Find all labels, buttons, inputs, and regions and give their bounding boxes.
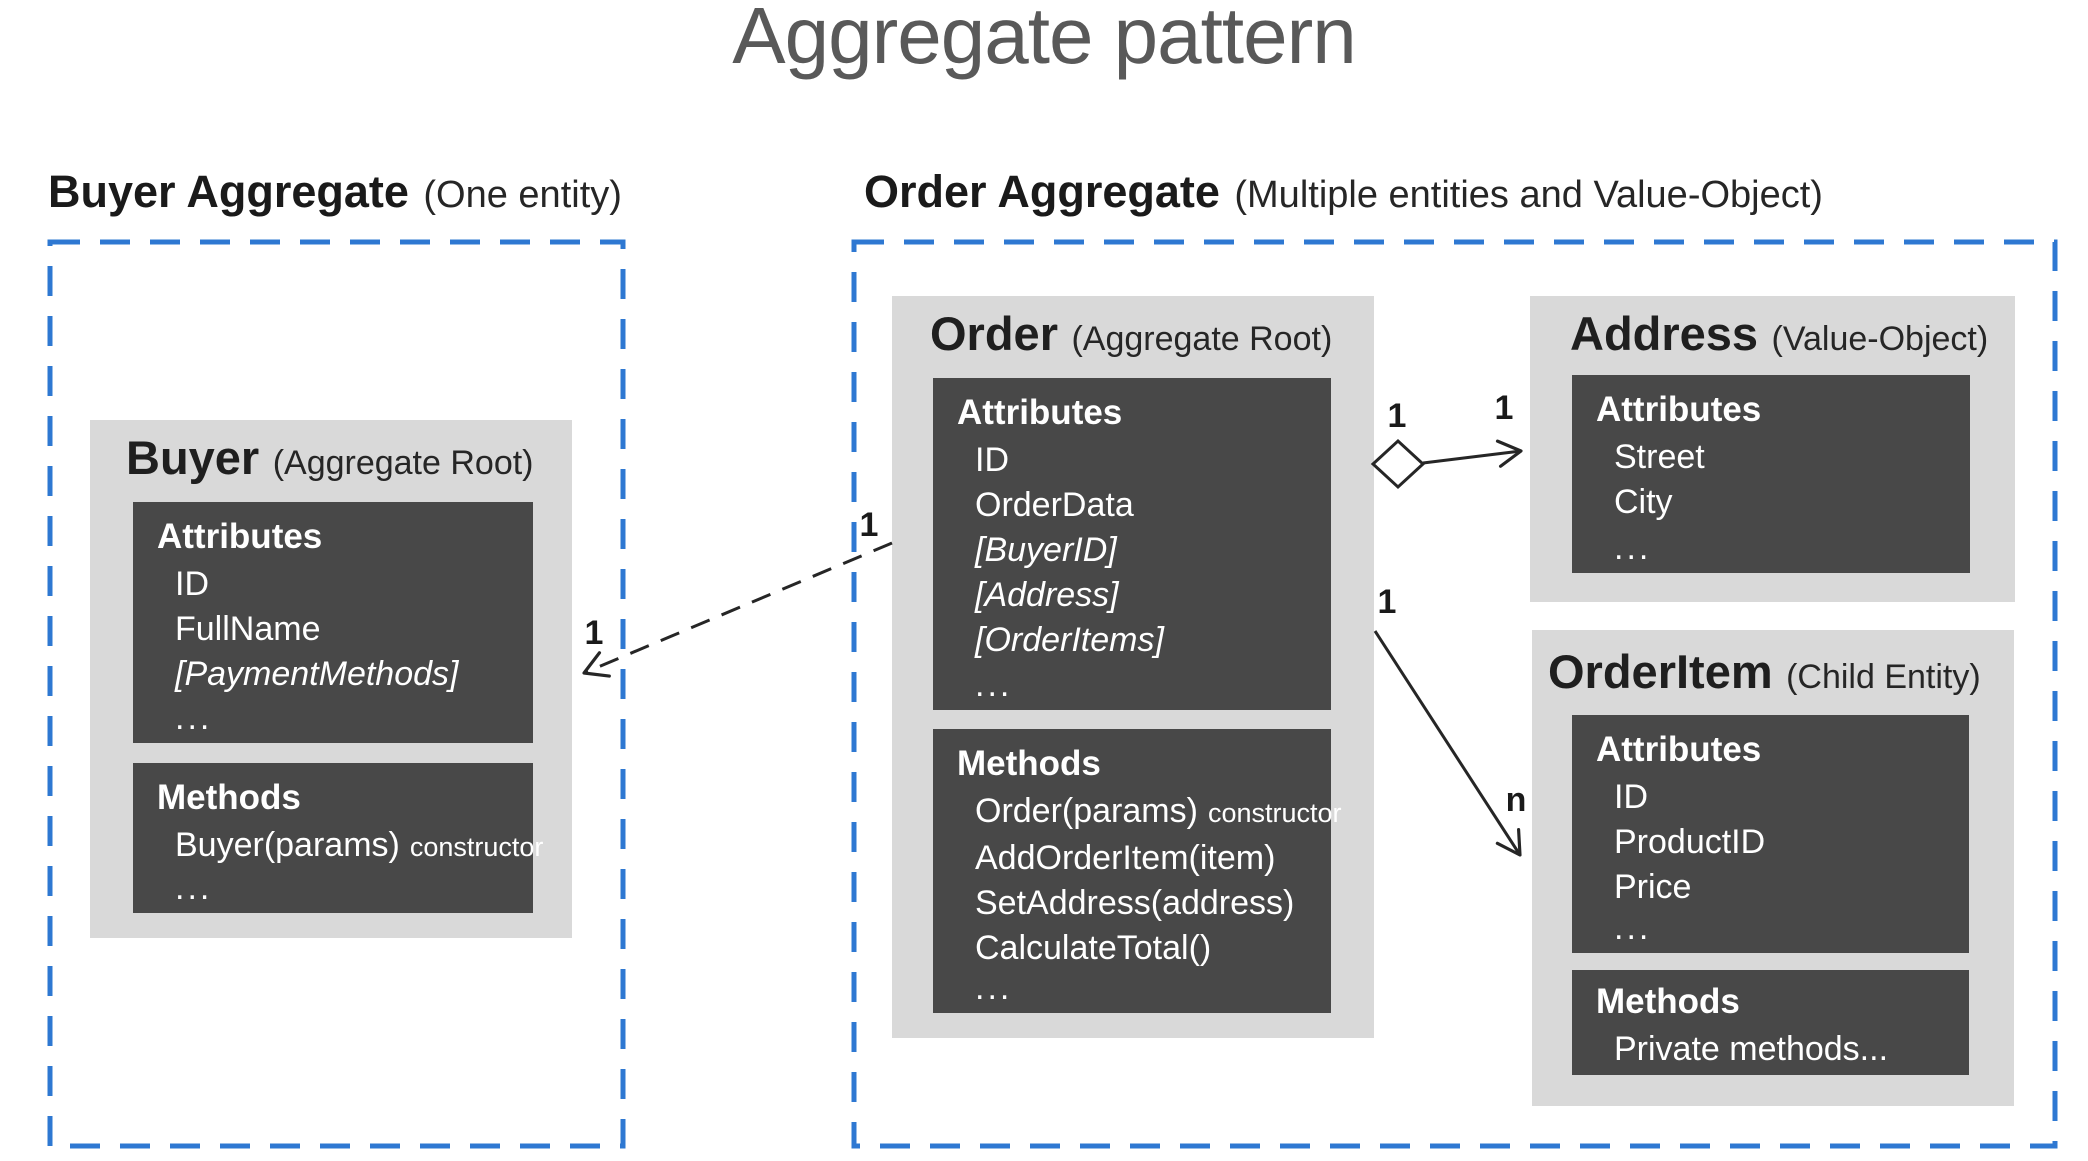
attribute-item: ProductID xyxy=(1614,822,1766,861)
attribute-item: [OrderItems] xyxy=(975,620,1164,659)
attribute-item: ID xyxy=(175,564,209,603)
method-qualifier: constructor xyxy=(409,831,544,862)
address-class-name: Address xyxy=(1570,307,1759,360)
methods-header: Methods xyxy=(957,744,1101,783)
relation-order-address-line xyxy=(1422,439,1523,468)
orderitem-class-stereotype: (Child Entity) xyxy=(1786,658,1981,696)
order-methods-block: Methods Order(params) constructor AddOrde… xyxy=(933,729,1342,1013)
method-item: CalculateTotal() xyxy=(975,928,1212,967)
attribute-item: ID xyxy=(1614,777,1648,816)
buyer-aggregate-heading: Buyer Aggregate (One entity) xyxy=(48,166,622,218)
multiplicity-label: 1 xyxy=(1494,389,1514,427)
attribute-item: Price xyxy=(1614,867,1692,906)
relation-order-orderitem-line xyxy=(1373,630,1522,857)
address-class-box: Address (Value-Object) Attributes Street… xyxy=(1530,296,2015,602)
order-class-title: Order (Aggregate Root) xyxy=(930,308,1332,360)
order-aggregate-heading: Order Aggregate (Multiple entities and V… xyxy=(864,166,1823,218)
more-ellipsis: ... xyxy=(1614,529,1652,567)
page-title: Aggregate pattern xyxy=(732,0,1356,80)
order-class-box: Order (Aggregate Root) Attributes ID Ord… xyxy=(892,296,1374,1038)
buyer-methods-block: Methods Buyer(params) constructor ... xyxy=(133,763,543,913)
order-aggregate-note: (Multiple entities and Value-Object) xyxy=(1234,174,1823,216)
attribute-item: [PaymentMethods] xyxy=(175,654,459,693)
buyer-aggregate-note: (One entity) xyxy=(423,174,622,216)
attributes-header: Attributes xyxy=(957,393,1123,432)
more-ellipsis: ... xyxy=(975,969,1013,1007)
buyer-class-box: Buyer (Aggregate Root) Attributes ID Ful… xyxy=(90,420,572,938)
orderitem-class-box: OrderItem (Child Entity) Attributes ID P… xyxy=(1532,630,2014,1106)
attributes-header: Attributes xyxy=(1596,730,1762,769)
buyer-aggregate-name: Buyer Aggregate xyxy=(48,166,409,217)
orderitem-methods-block: Methods Private methods... xyxy=(1572,970,1969,1075)
method-name: Order(params) xyxy=(975,791,1198,830)
attributes-header: Attributes xyxy=(1596,390,1762,429)
methods-header: Methods xyxy=(1596,982,1740,1021)
multiplicity-label: n xyxy=(1505,781,1527,819)
method-item: Buyer(params) constructor xyxy=(133,823,543,870)
multiplicity-label: 1 xyxy=(1377,583,1397,621)
more-ellipsis: ... xyxy=(175,699,213,737)
orderitem-class-name: OrderItem xyxy=(1548,645,1773,698)
method-item: AddOrderItem(item) xyxy=(975,838,1276,877)
more-ellipsis: ... xyxy=(975,666,1013,704)
method-name: Buyer(params) xyxy=(175,825,400,864)
multiplicity-label: 1 xyxy=(1387,397,1407,435)
attribute-item: Street xyxy=(1614,437,1705,476)
attributes-header: Attributes xyxy=(157,517,323,556)
attribute-item: City xyxy=(1614,482,1673,521)
orderitem-class-title: OrderItem (Child Entity) xyxy=(1548,646,1981,698)
attribute-item: OrderData xyxy=(975,485,1134,524)
method-item: Order(params) constructor xyxy=(933,789,1342,836)
order-aggregate-name: Order Aggregate xyxy=(864,166,1220,217)
buyer-class-title: Buyer (Aggregate Root) xyxy=(126,432,534,484)
method-item: SetAddress(address) xyxy=(975,883,1295,922)
method-item: Private methods... xyxy=(1614,1029,1889,1068)
methods-header: Methods xyxy=(157,778,301,817)
order-class-name: Order xyxy=(930,307,1058,360)
multiplicity-label: 1 xyxy=(859,506,879,544)
multiplicity-label: 1 xyxy=(584,614,604,652)
address-attributes-block: Attributes Street City ... xyxy=(1572,375,1970,573)
order-class-stereotype: (Aggregate Root) xyxy=(1071,320,1333,358)
address-class-title: Address (Value-Object) xyxy=(1570,308,1988,360)
more-ellipsis: ... xyxy=(175,869,213,907)
attribute-item: FullName xyxy=(175,609,321,648)
buyer-class-stereotype: (Aggregate Root) xyxy=(272,444,534,482)
attribute-item: [Address] xyxy=(975,575,1119,614)
method-qualifier: constructor xyxy=(1207,797,1342,828)
attribute-item: [BuyerID] xyxy=(975,530,1117,569)
attribute-item: ID xyxy=(975,440,1009,479)
buyer-class-name: Buyer xyxy=(126,431,260,484)
order-attributes-block: Attributes ID OrderData [BuyerID] [Addre… xyxy=(933,378,1331,710)
aggregation-diamond-icon xyxy=(1370,438,1426,490)
relation-order-buyer-line xyxy=(582,541,893,678)
orderitem-attributes-block: Attributes ID ProductID Price ... xyxy=(1572,715,1969,953)
buyer-attributes-block: Attributes ID FullName [PaymentMethods] … xyxy=(133,502,533,743)
more-ellipsis: ... xyxy=(1614,909,1652,947)
address-class-stereotype: (Value-Object) xyxy=(1771,320,1989,358)
